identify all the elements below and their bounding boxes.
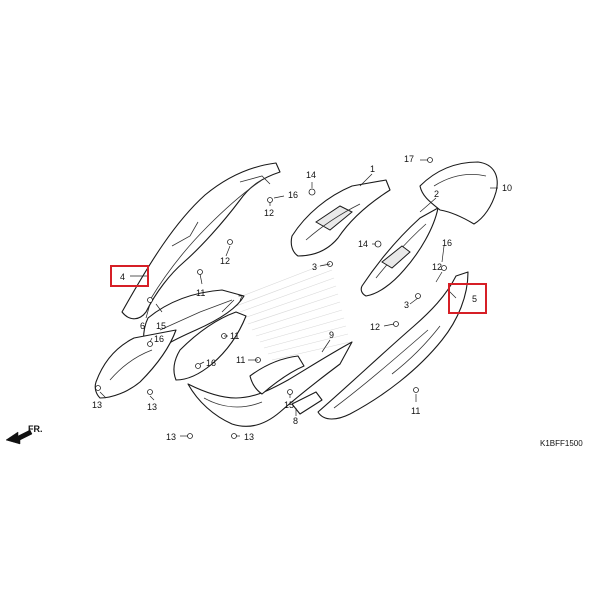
front-label: FR. (28, 424, 43, 434)
part-2-right-panel (360, 207, 439, 297)
part-10-rear-cover (419, 161, 498, 225)
part-5-right-side-cover (317, 271, 469, 420)
callout-11b: 11 (230, 331, 239, 341)
part-4-left-side-cover (121, 162, 281, 320)
callout-12b: 12 (220, 256, 230, 266)
callout-16c: 16 (154, 334, 164, 344)
callout-6: 6 (140, 321, 145, 331)
callout-11d: 11 (411, 406, 420, 416)
callout-14b: 14 (358, 239, 368, 249)
callout-10: 10 (502, 183, 512, 193)
diagram-code: K1BFF1500 (540, 439, 583, 448)
callout-4: 4 (120, 272, 125, 282)
callout-13a: 13 (92, 400, 102, 410)
leader-lines (99, 159, 498, 437)
callout-12a: 12 (264, 208, 274, 218)
callout-13b: 13 (147, 402, 157, 412)
part-8-9-center-cover (187, 341, 353, 427)
highlight-box-5 (448, 283, 487, 314)
callout-16b: 16 (442, 238, 452, 248)
callout-labels: 1 2 3 3 4 5 6 7 8 9 10 11 11 11 11 12 12… (92, 154, 512, 442)
part-7-lower-cover (94, 311, 247, 399)
callout-13c: 13 (166, 432, 176, 442)
callout-16a: 16 (288, 190, 298, 200)
callout-13d: 13 (244, 432, 254, 442)
wing-watermark (231, 261, 351, 361)
callout-11a: 11 (196, 288, 205, 298)
part-1-center-cover (290, 179, 391, 257)
callout-11c: 11 (236, 355, 245, 365)
callout-12d: 12 (432, 262, 442, 272)
callout-1: 1 (370, 164, 375, 174)
highlight-box-4 (110, 265, 149, 287)
callout-15b: 15 (284, 400, 294, 410)
callout-9: 9 (329, 330, 334, 340)
callout-2: 2 (434, 189, 439, 199)
callout-3a: 3 (312, 262, 317, 272)
callout-15a: 15 (156, 321, 166, 331)
front-arrow: FR. (5, 424, 43, 445)
callout-12c: 12 (370, 322, 380, 332)
callout-16d: 16 (206, 358, 216, 368)
callout-17: 17 (404, 154, 414, 164)
fasteners (95, 157, 447, 439)
callout-14a: 14 (306, 170, 316, 180)
callout-8: 8 (293, 416, 298, 426)
callout-7: 7 (238, 294, 243, 304)
callout-3b: 3 (404, 300, 409, 310)
callout-5: 5 (472, 294, 477, 304)
